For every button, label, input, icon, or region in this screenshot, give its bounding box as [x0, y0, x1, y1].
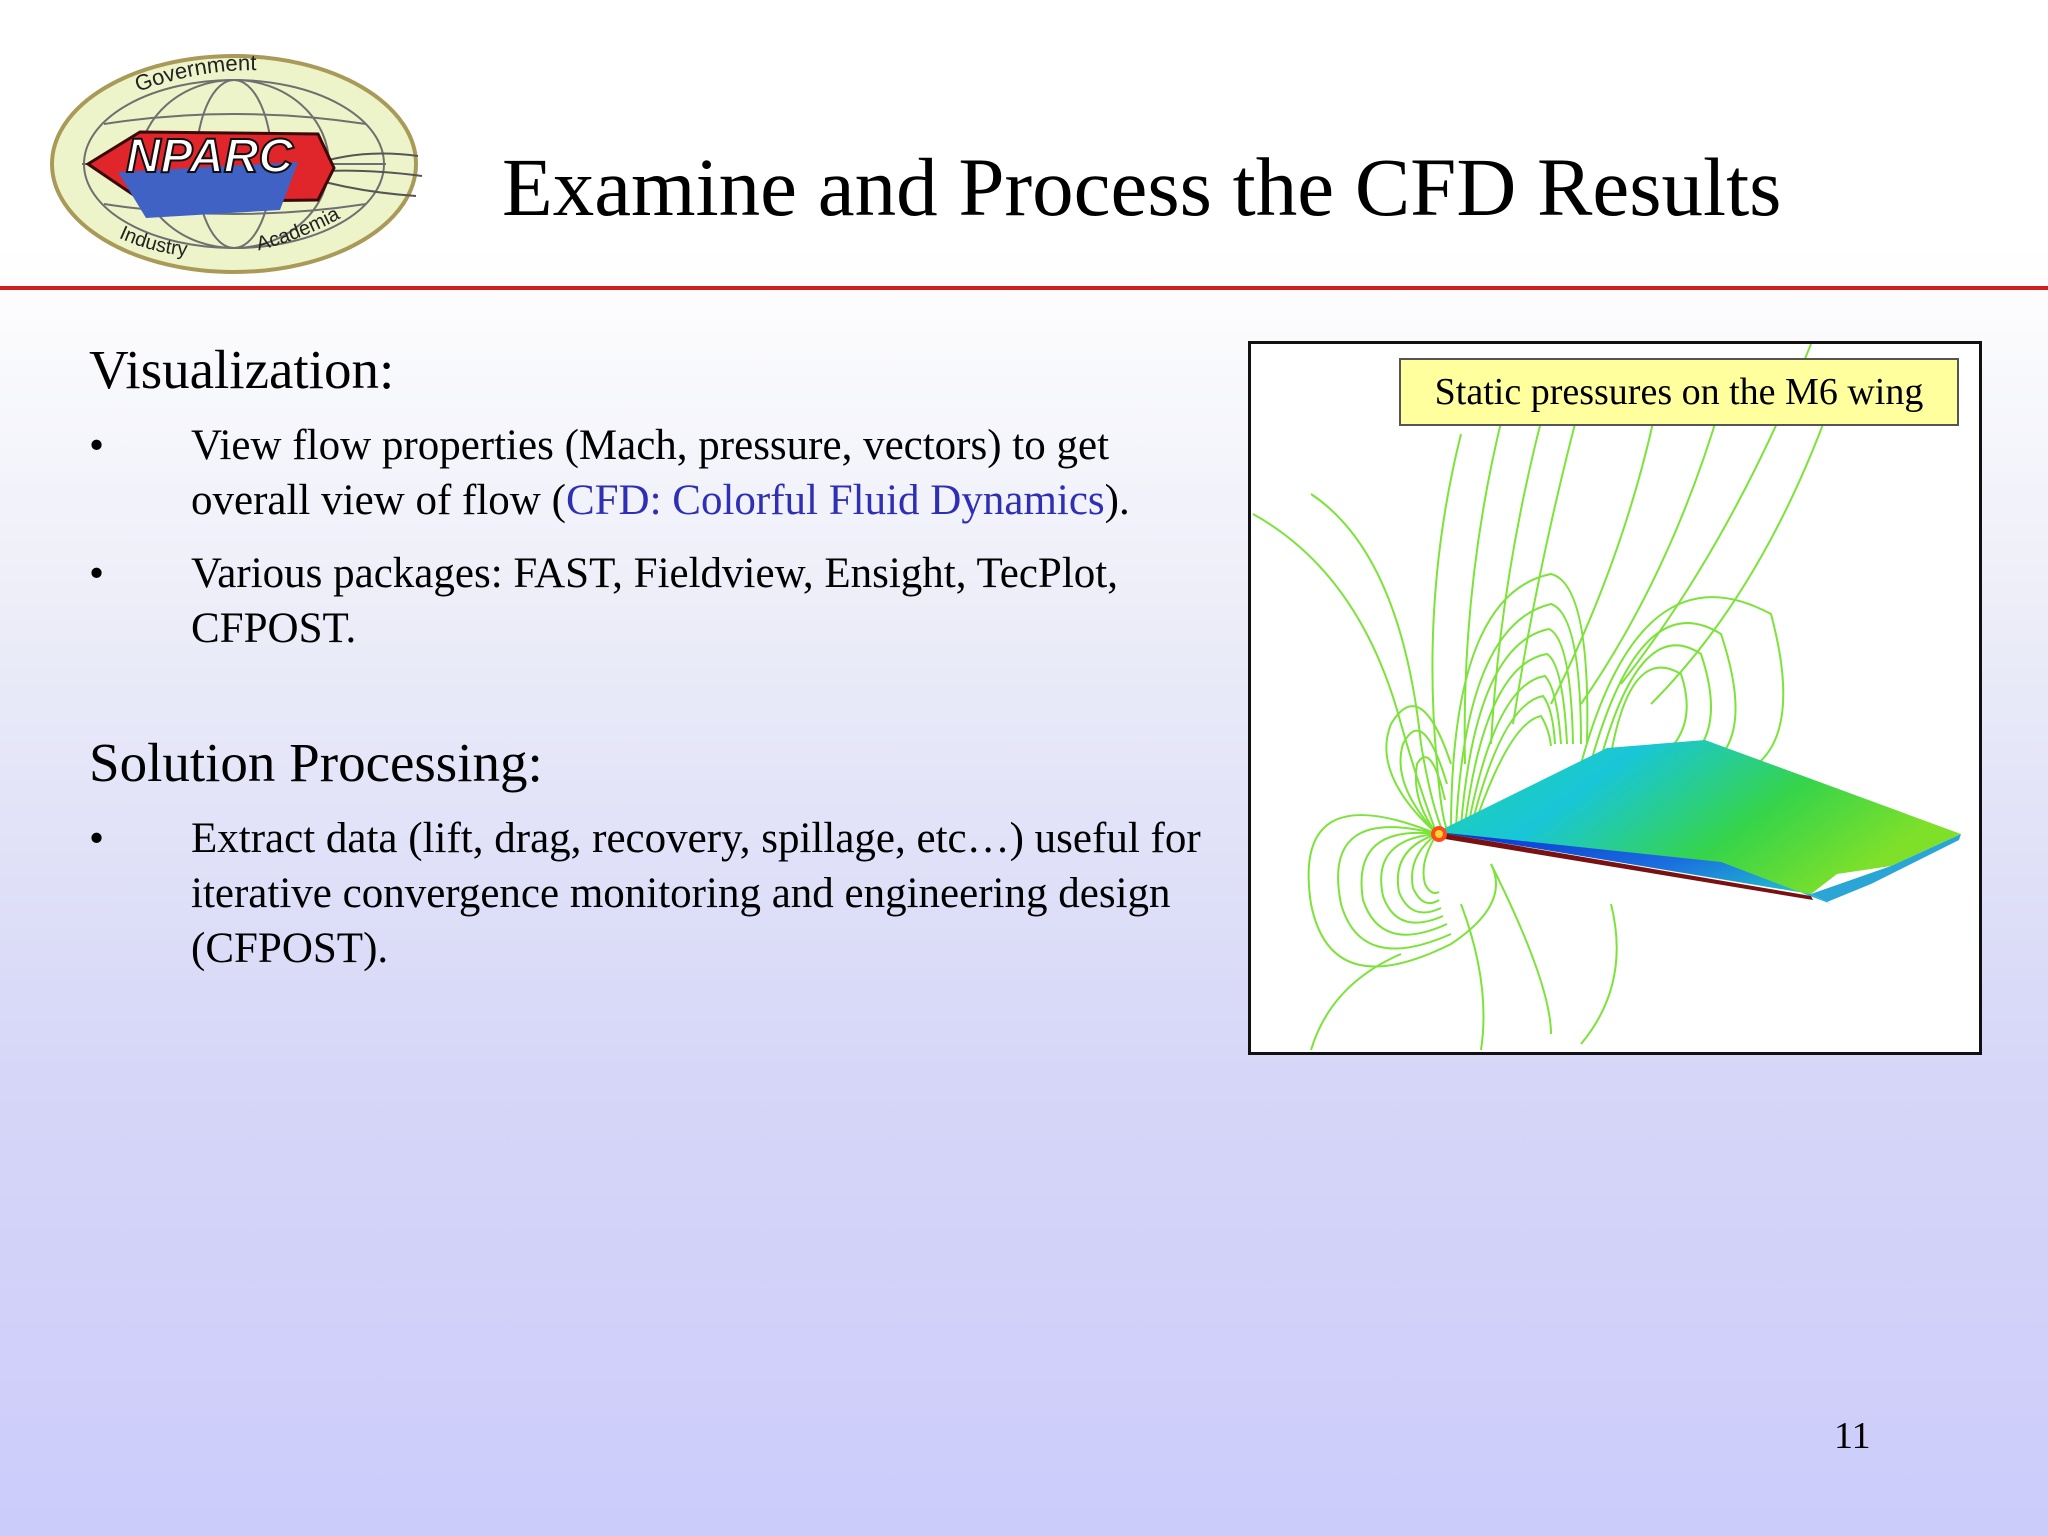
bullet-item-view-flow: • View flow properties (Mach, pressure, … [89, 418, 1229, 528]
bullet-text: View flow properties (Mach, pressure, ve… [191, 422, 1110, 524]
slide-title: Examine and Process the CFD Results [502, 141, 1782, 233]
logo-wordmark: NPARC [126, 130, 294, 183]
bullet-text-end: ). [1104, 477, 1130, 524]
visualization-bullet-list: • View flow properties (Mach, pressure, … [89, 418, 1229, 674]
title-divider [0, 286, 2048, 290]
bullet-mark: • [89, 422, 105, 469]
bullet-text: Various packages: FAST, Fieldview, Ensig… [191, 550, 1118, 652]
figure-caption: Static pressures on the M6 wing [1399, 358, 1959, 426]
wing-body [1431, 740, 1961, 904]
solution-processing-heading: Solution Processing: [89, 732, 543, 793]
solution-processing-bullet-list: • Extract data (lift, drag, recovery, sp… [89, 811, 1229, 994]
cfd-highlight-text: CFD: Colorful Fluid Dynamics [565, 477, 1105, 524]
bullet-item-packages: • Various packages: FAST, Fieldview, Ens… [89, 546, 1229, 656]
nparc-logo: NPARC Government Industry Academia [50, 52, 423, 274]
page-number: 11 [1834, 1415, 1871, 1457]
visualization-heading: Visualization: [89, 339, 395, 400]
contour-lines [1252, 344, 1842, 1051]
bullet-item-extract-data: • Extract data (lift, drag, recovery, sp… [89, 811, 1229, 976]
m6-wing-figure: Static pressures on the M6 wing [1248, 341, 1982, 1055]
bullet-mark: • [89, 815, 105, 862]
bullet-text: Extract data (lift, drag, recovery, spil… [191, 815, 1201, 972]
m6-wing-pressure-contour-image [1252, 344, 1961, 1051]
bullet-mark: • [89, 550, 105, 597]
